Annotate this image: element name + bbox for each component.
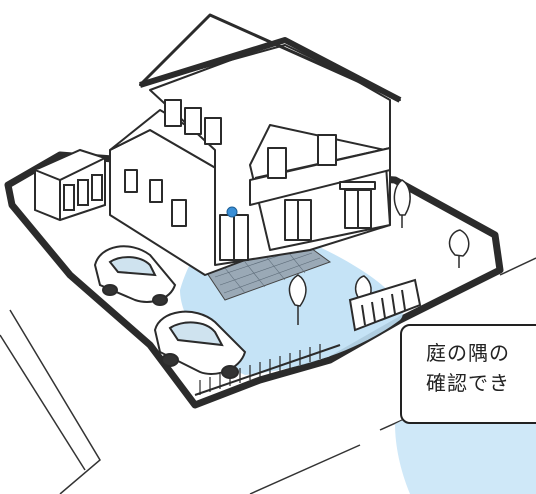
storage-shed <box>34 148 106 222</box>
house <box>109 13 402 276</box>
gate <box>348 278 422 332</box>
callout-line-2: 確認でき <box>426 371 510 395</box>
camera-dot-icon <box>226 206 238 218</box>
trees <box>288 179 470 325</box>
speech-bubble: 庭の隅の 確認でき <box>400 324 536 424</box>
front-fence <box>194 344 341 396</box>
car-front <box>153 310 247 379</box>
car-back <box>93 245 177 306</box>
callout-line-1: 庭の隅の <box>426 341 510 365</box>
